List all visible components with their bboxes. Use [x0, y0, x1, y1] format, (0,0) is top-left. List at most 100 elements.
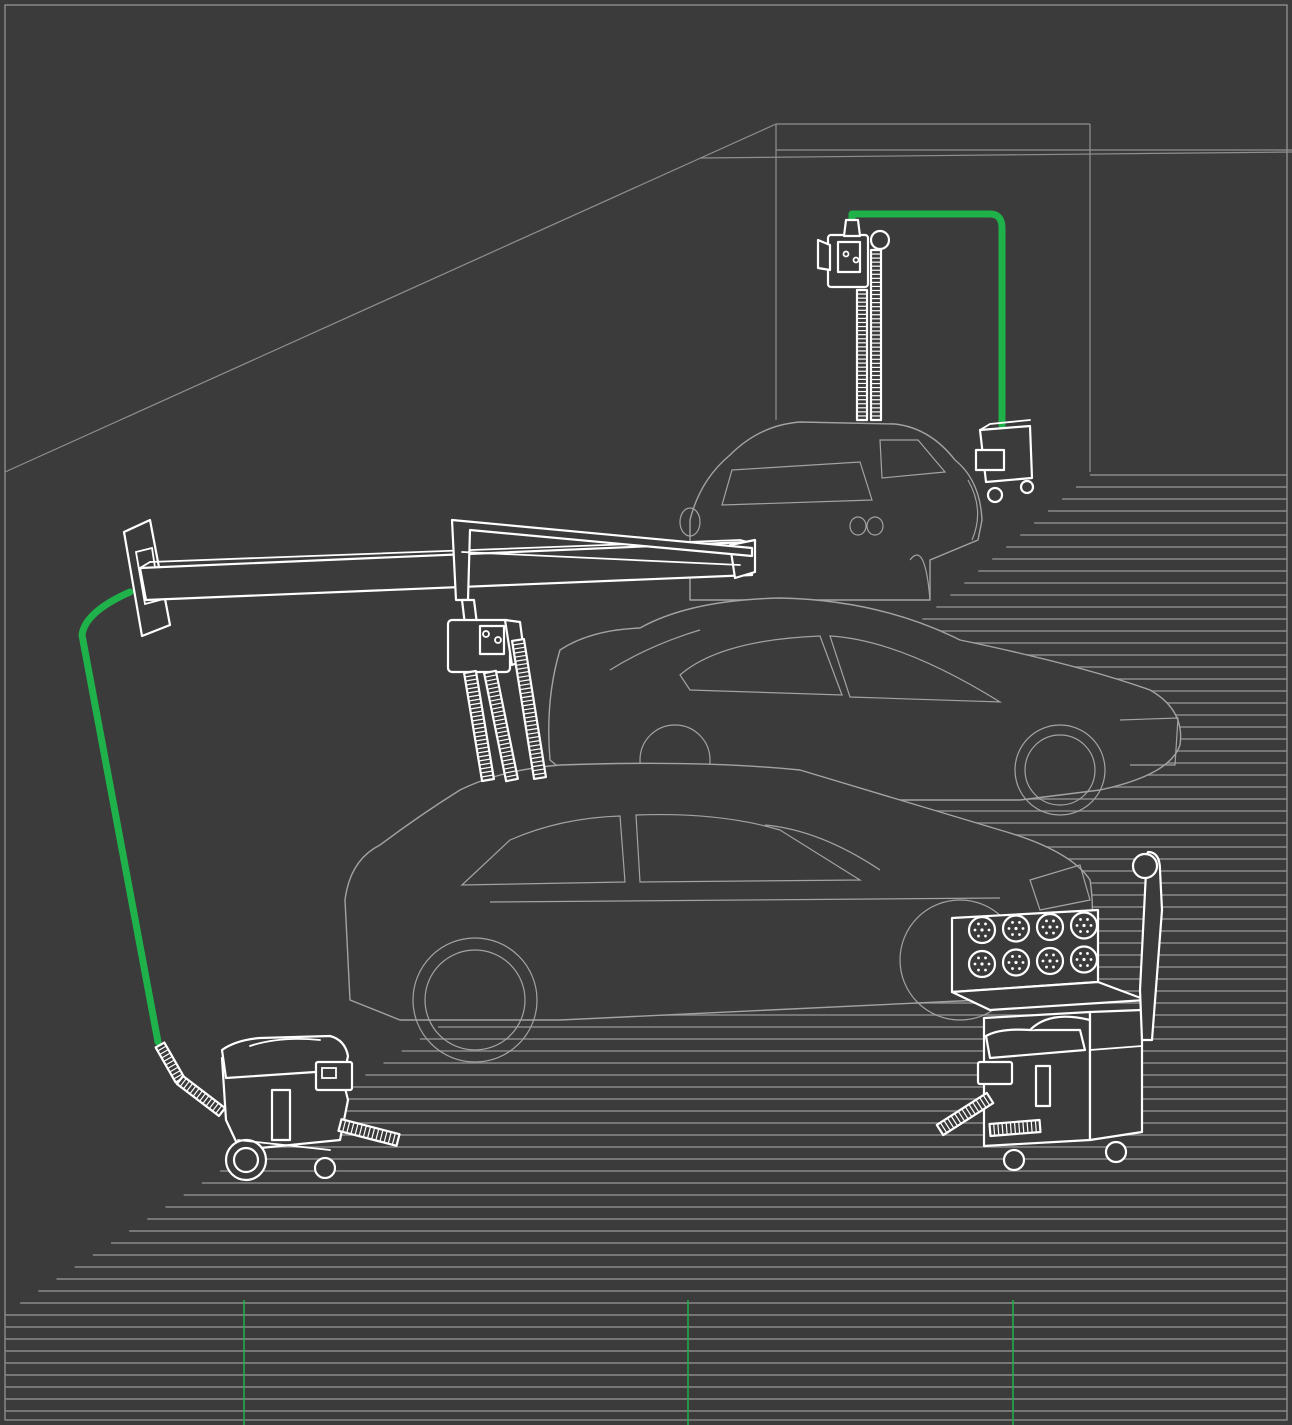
cart-hoses [935, 1091, 1042, 1138]
hose-rib [192, 1087, 200, 1097]
disc-hole [984, 922, 987, 926]
hose-rib [366, 1126, 372, 1139]
hose-rib [354, 1123, 359, 1136]
disc-hole [973, 928, 977, 932]
disc-hole [1052, 919, 1055, 923]
hose-rib [497, 734, 510, 738]
hose-rib [490, 702, 503, 706]
hose-rib [530, 752, 543, 756]
hose-rib [468, 698, 481, 702]
disc-hole [1011, 933, 1014, 936]
hose-rib [533, 772, 546, 776]
hose-rib [513, 650, 526, 654]
hose-rib [526, 727, 539, 731]
disc-hole [984, 956, 987, 960]
hose-rib [475, 742, 489, 746]
disc-hole [1014, 926, 1018, 931]
disc-hole [1048, 925, 1052, 929]
disc-hole [1021, 961, 1025, 964]
disc-hole [1082, 957, 1086, 962]
hose-rib [528, 743, 541, 748]
hose-rib [496, 730, 509, 734]
floor-markers [243, 1300, 1014, 1425]
hose-rib [501, 758, 514, 762]
hose-rib [173, 1073, 183, 1080]
hose-rib [492, 714, 505, 718]
disc-hole [1011, 967, 1014, 970]
hose-rib [1013, 1121, 1017, 1135]
hose-rib [522, 707, 536, 711]
hose-rib [943, 1120, 951, 1131]
disc-hole [1045, 919, 1048, 923]
hose-rib [371, 1127, 376, 1140]
hose-rib [473, 730, 487, 734]
disc-hole [1045, 953, 1048, 957]
hose-rib [488, 690, 501, 694]
hose-rib [179, 1078, 187, 1087]
hose-rib [362, 1125, 367, 1138]
hose-rib [532, 764, 545, 768]
frame [4, 4, 1288, 1421]
hose-rib [519, 687, 532, 691]
disc-hole [984, 934, 987, 938]
hose-rib [528, 739, 541, 744]
hose-rib [515, 662, 528, 666]
hose-rib [467, 690, 480, 694]
hose-rib [186, 1083, 194, 1092]
hose-rib [525, 723, 538, 727]
hose-rib [519, 683, 532, 687]
hose-rib [491, 706, 504, 710]
abrasive-disc-rack [967, 911, 1099, 979]
hose-rib [488, 694, 501, 698]
hose-rib [478, 758, 491, 762]
hose-rib [532, 768, 545, 772]
hose-rib [189, 1085, 197, 1095]
hose-rib [492, 710, 505, 714]
disc-hole [977, 934, 980, 938]
hose-rib [182, 1080, 190, 1090]
hose-rib [486, 682, 499, 686]
hose-rib [968, 1104, 976, 1115]
station-hoses [855, 248, 883, 422]
disc-hole [1079, 964, 1082, 967]
disc-hole [1075, 958, 1079, 961]
disc-hole [987, 928, 991, 932]
hose-rib [465, 678, 478, 682]
hose-rib [215, 1105, 223, 1114]
hose-rib [997, 1123, 1000, 1136]
disc-hole [1007, 927, 1011, 930]
hose-rib [1034, 1120, 1037, 1133]
hose-rib [500, 750, 513, 754]
hose-rib [515, 658, 528, 662]
hose-rib [387, 1131, 392, 1144]
hose-rib [526, 731, 539, 735]
room-outline [4, 123, 1292, 473]
hose-rib [471, 718, 485, 722]
disc-hole [1041, 959, 1045, 963]
hose-rib [957, 1110, 966, 1122]
hose-rib [520, 691, 533, 695]
disc-hole [1018, 933, 1021, 936]
disc-hole [984, 968, 987, 972]
disc-hole [1045, 931, 1048, 935]
hose-rib [487, 686, 500, 690]
disc-hole [1014, 960, 1018, 965]
hose-rib [504, 770, 517, 774]
hose-rib [503, 766, 516, 770]
hose-rib [513, 646, 526, 650]
disc-hole [987, 962, 991, 966]
hose-rib [975, 1099, 984, 1111]
hose-rib [466, 686, 479, 690]
hose-rib [1018, 1121, 1021, 1134]
hose-rib [517, 674, 530, 679]
hose-rib [494, 722, 507, 726]
disc-hole [980, 962, 984, 966]
hose-rib [480, 770, 493, 774]
hose-rib [516, 666, 529, 670]
hose-rib [497, 738, 510, 742]
hose-rib [167, 1062, 177, 1070]
hose-rib [517, 670, 530, 675]
hose-rib [375, 1128, 380, 1141]
car-front [344, 762, 1094, 1063]
hose-rib [505, 774, 518, 778]
